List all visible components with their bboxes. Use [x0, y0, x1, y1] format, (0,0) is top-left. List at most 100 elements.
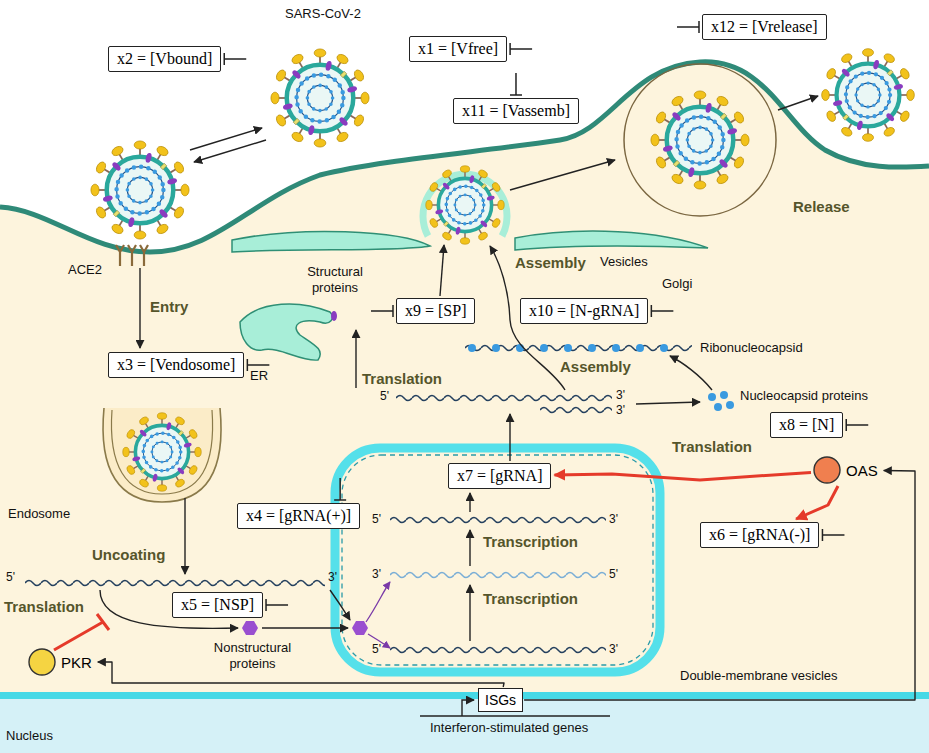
process-label: Translation: [4, 598, 84, 616]
state-box: x5 = [NSP]: [172, 592, 263, 618]
text-label: Double-membrane vesicles: [680, 668, 838, 684]
node-text: x10 = [N-gRNA]: [529, 302, 639, 319]
node-text: x2 = [Vbound]: [117, 50, 212, 67]
degradation-mark: [510, 43, 532, 55]
text-label: 3': [616, 388, 625, 402]
node-text: OAS: [846, 462, 878, 479]
cell-membrane: [0, 62, 929, 252]
node-text: x12 = [Vrelease]: [711, 18, 818, 35]
cytoplasm: [0, 62, 929, 692]
text-label: 3': [328, 570, 337, 584]
endosome: [111, 410, 212, 494]
nucleocapsid-proteins: [708, 391, 734, 411]
text-label: 5': [609, 567, 618, 581]
double-membrane-vesicle: [342, 455, 653, 665]
text-label: Interferon-stimulated genes: [430, 720, 588, 736]
text-label: Endosome: [8, 506, 70, 522]
nucleocapsid-dots: [472, 344, 688, 352]
circle-shape: [27, 647, 57, 677]
process-label: Transcription: [483, 590, 578, 608]
nsp-hexagon: [352, 621, 368, 635]
enzyme-circle: PKR: [27, 647, 95, 677]
node-text: ISGs: [485, 692, 516, 708]
virus: [123, 413, 201, 491]
text-label: Golgi: [662, 276, 692, 292]
inhibition-line: [54, 614, 109, 650]
text-label: 3': [609, 512, 618, 526]
node-text: x6 = [gRNA(-)]: [709, 526, 810, 543]
endosome: [103, 408, 221, 502]
node-text: x3 = [Vendosome]: [117, 356, 235, 373]
rna-strand: [465, 343, 692, 353]
node-text: x11 = [Vassemb]: [462, 102, 570, 119]
circle-outline: [29, 649, 55, 675]
state-box: x12 = [Vrelease]: [702, 14, 827, 40]
virus: [822, 49, 915, 142]
degradation-mark: [677, 21, 699, 33]
state-box: x9 = [SP]: [396, 298, 475, 324]
text-label: 5': [380, 389, 389, 403]
ace2-receptor: [116, 245, 148, 266]
state-box: x7 = [gRNA]: [448, 463, 551, 489]
text-label: 3': [616, 403, 625, 417]
circle-outline: [814, 457, 840, 483]
text-label: 5': [6, 570, 15, 584]
state-box: x10 = [N-gRNA]: [520, 298, 648, 324]
text-label: Nucleocapsid proteins: [740, 388, 868, 404]
rna-strand: [390, 645, 606, 655]
text-label: Structural proteins: [290, 264, 380, 295]
text-label: Vesicles: [600, 254, 648, 270]
enzyme-circle: OAS: [812, 455, 881, 485]
text-label: ER: [250, 368, 268, 384]
er-protein: [331, 311, 337, 321]
text-label: ACE2: [68, 262, 102, 278]
text-label: Ribonucleocapsid: [700, 340, 803, 356]
text-label: 3': [372, 567, 381, 581]
text-label: SARS-CoV-2: [285, 6, 361, 22]
text-label: Nonstructural proteins: [205, 640, 300, 671]
degradation-mark: [510, 73, 522, 95]
virus: [91, 141, 189, 239]
golgi: [515, 231, 708, 250]
polymerase-arrow: [366, 582, 390, 648]
node-text: x7 = [gRNA]: [457, 467, 542, 484]
connector-arrow: [555, 472, 812, 480]
state-box: x8 = [N]: [770, 412, 843, 438]
connector-arrow: [796, 486, 838, 519]
process-label: Uncoating: [92, 546, 165, 564]
node-text: x1 = [Vfree]: [418, 40, 498, 57]
gene-box: ISGs: [478, 688, 523, 712]
process-label: Translation: [362, 370, 442, 388]
connector-arrow: [524, 471, 915, 701]
degradation-mark: [334, 478, 346, 500]
virus: [271, 49, 369, 147]
node-text: x5 = [NSP]: [181, 596, 254, 613]
state-box: x4 = [gRNA(+)]: [237, 503, 360, 529]
node-text: PKR: [61, 654, 92, 671]
rna-strand: [540, 405, 612, 415]
node-text: x9 = [SP]: [405, 302, 466, 319]
node-text: x8 = [N]: [779, 416, 834, 433]
degradation-mark: [846, 419, 868, 431]
golgi: [232, 231, 430, 252]
state-box: x2 = [Vbound]: [108, 46, 221, 72]
rna-strand: [396, 393, 612, 403]
process-label: Assembly: [515, 254, 586, 272]
process-label: Assembly: [560, 358, 631, 376]
degradation-mark: [651, 305, 673, 317]
state-box: x11 = [Vassemb]: [453, 98, 579, 124]
process-arrow: [100, 96, 818, 716]
state-box: x1 = [Vfree]: [409, 36, 507, 62]
virus: [426, 166, 504, 244]
process-label: Release: [793, 198, 850, 216]
rna-strand: [390, 515, 606, 525]
rna-strand: [25, 578, 325, 588]
state-box: x6 = [gRNA(-)]: [700, 522, 819, 548]
nuclear-envelope: [0, 692, 929, 699]
node-text: x4 = [gRNA(+)]: [246, 507, 351, 524]
virus: [651, 91, 749, 189]
nucleus: [0, 699, 929, 753]
state-box: x3 = [Vendosome]: [108, 352, 244, 378]
degradation-mark: [266, 599, 288, 611]
